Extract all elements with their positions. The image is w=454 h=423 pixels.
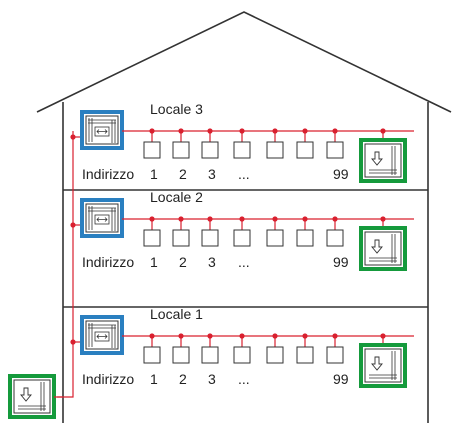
room-controller-icon bbox=[85, 320, 119, 350]
floor-group: Locale 3 Indirizzo 1 2 3... 99 bbox=[70, 101, 414, 183]
address-number: 2 bbox=[179, 166, 187, 182]
device-slot-icon bbox=[201, 229, 219, 247]
device-slot-icon bbox=[326, 346, 344, 364]
device-slot-icon bbox=[201, 346, 219, 364]
address-number: 2 bbox=[179, 371, 187, 387]
address-number: 1 bbox=[150, 254, 158, 270]
address-number: 99 bbox=[333, 371, 349, 387]
device-slot-icon bbox=[326, 141, 344, 159]
floor-group: Locale 1 Indirizzo 1 2 3... 99 bbox=[70, 306, 414, 388]
output-module-icon bbox=[364, 143, 402, 178]
address-label: Indirizzo bbox=[82, 371, 134, 387]
device-slot-icon bbox=[296, 346, 314, 364]
room-label: Locale 2 bbox=[150, 189, 203, 205]
address-number: 1 bbox=[150, 371, 158, 387]
address-number: 3 bbox=[208, 371, 216, 387]
output-module-icon bbox=[364, 348, 402, 383]
device-slot-icon bbox=[233, 346, 251, 364]
address-number: ... bbox=[238, 371, 250, 387]
device-slot-icon bbox=[233, 229, 251, 247]
device-slot-icon bbox=[172, 346, 190, 364]
device-slot-icon bbox=[266, 229, 284, 247]
address-number: 2 bbox=[179, 254, 187, 270]
room-label: Locale 1 bbox=[150, 306, 203, 322]
riser-bus-line bbox=[57, 131, 74, 398]
output-module-icon bbox=[364, 231, 402, 266]
address-label: Indirizzo bbox=[82, 254, 134, 270]
device-slot-icon bbox=[266, 346, 284, 364]
floor-group: Locale 2 Indirizzo 1 2 3... 99 bbox=[70, 189, 414, 271]
device-slot-icon bbox=[266, 141, 284, 159]
device-slot-icon bbox=[296, 229, 314, 247]
device-slot-icon bbox=[172, 229, 190, 247]
address-number: ... bbox=[238, 254, 250, 270]
address-number: 99 bbox=[333, 254, 349, 270]
room-label: Locale 3 bbox=[150, 101, 203, 117]
external-output-module bbox=[8, 374, 56, 419]
room-controller-icon bbox=[85, 203, 119, 233]
device-slot-icon bbox=[326, 229, 344, 247]
device-slot-icon bbox=[233, 141, 251, 159]
device-slot-icon bbox=[143, 229, 161, 247]
address-number: 3 bbox=[208, 166, 216, 182]
room-controller-icon bbox=[85, 115, 119, 145]
address-number: 3 bbox=[208, 254, 216, 270]
address-number: ... bbox=[238, 166, 250, 182]
address-number: 1 bbox=[150, 166, 158, 182]
device-slot-icon bbox=[201, 141, 219, 159]
device-slot-icon bbox=[172, 141, 190, 159]
roof-outline bbox=[36, 11, 452, 113]
device-slot-icon bbox=[296, 141, 314, 159]
device-slot-icon bbox=[143, 141, 161, 159]
bus-junction-dot bbox=[70, 134, 76, 140]
device-slot-icon bbox=[143, 346, 161, 364]
bus-junction-dot bbox=[70, 222, 76, 228]
address-label: Indirizzo bbox=[82, 166, 134, 182]
external-module-icon bbox=[13, 379, 51, 414]
bus-junction-dot bbox=[70, 339, 76, 345]
address-number: 99 bbox=[333, 166, 349, 182]
